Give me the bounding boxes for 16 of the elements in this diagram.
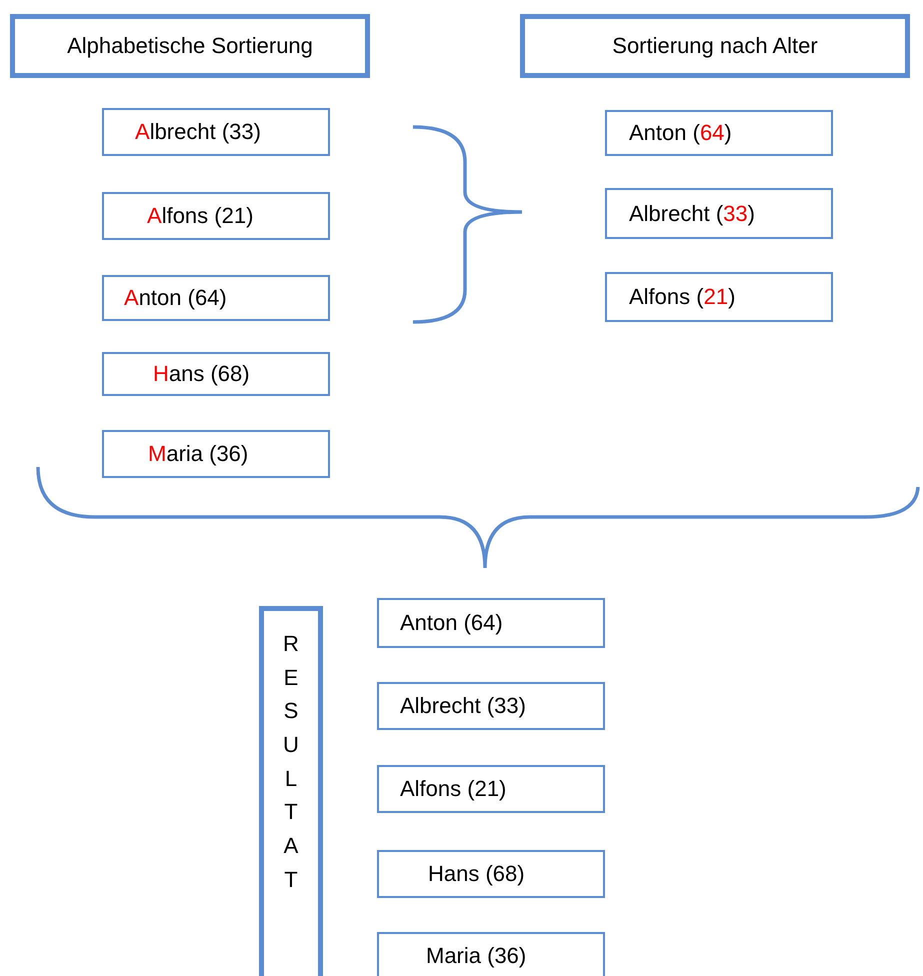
name-box: Hans (68) bbox=[377, 850, 605, 898]
name-box: Anton (64) bbox=[377, 598, 605, 648]
result-box: RESULTAT bbox=[259, 606, 323, 976]
name-box: Albrecht (33) bbox=[377, 682, 605, 730]
name-box: Hans (68) bbox=[102, 352, 330, 396]
name-box: Albrecht (33) bbox=[102, 108, 330, 156]
name-box: Anton (64) bbox=[605, 110, 833, 156]
name-box: Anton (64) bbox=[102, 275, 330, 321]
heading-box: Alphabetische Sortierung bbox=[10, 14, 370, 78]
name-box: Alfons (21) bbox=[605, 272, 833, 322]
name-box: Alfons (21) bbox=[102, 192, 330, 240]
name-box: Albrecht (33) bbox=[605, 188, 833, 239]
name-box: Alfons (21) bbox=[377, 765, 605, 813]
name-box: Maria (36) bbox=[102, 430, 330, 478]
heading-box: Sortierung nach Alter bbox=[520, 14, 910, 78]
name-box: Maria (36) bbox=[377, 932, 605, 976]
